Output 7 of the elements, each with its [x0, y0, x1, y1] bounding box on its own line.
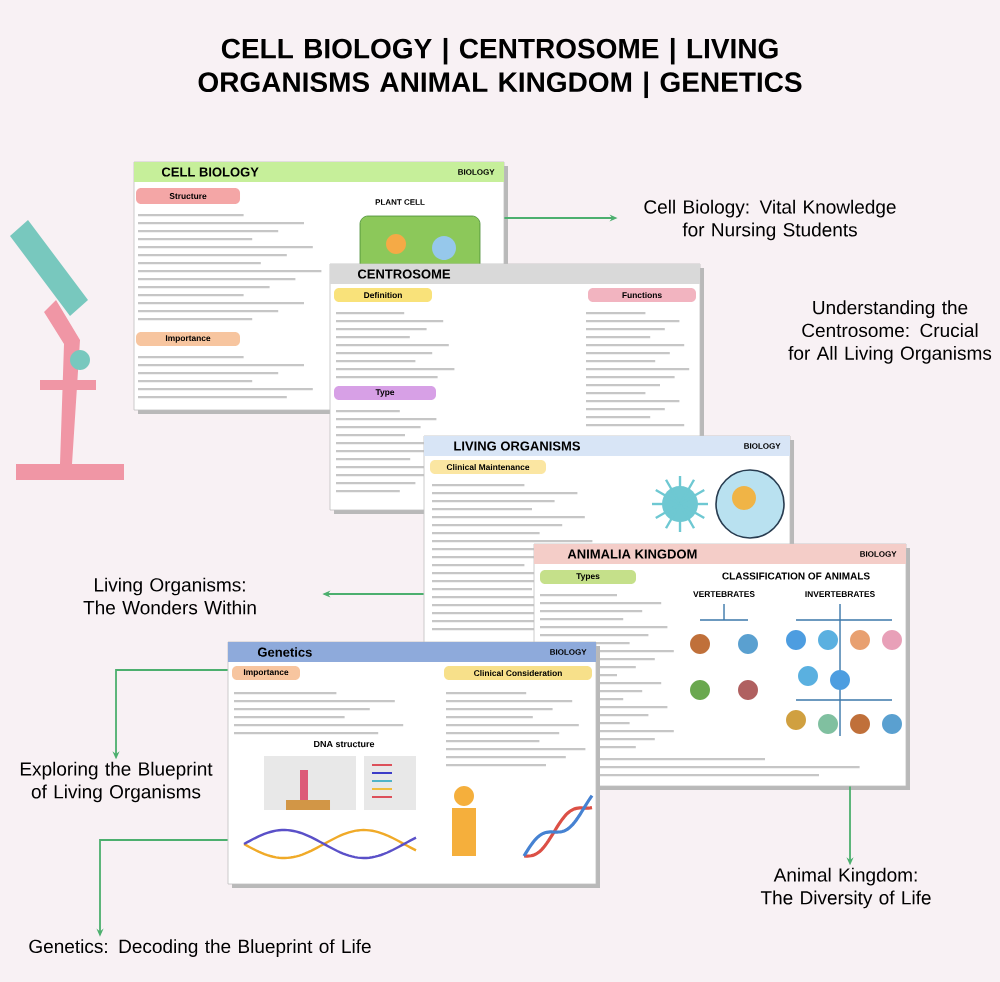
title: CELL BIOLOGY | CENTROSOME | LIVING ORGANISMS ANIMAL KINGDOM | GENETICS: [198, 37, 802, 99]
callout-text: Living Organisms: The Wonders Within: [83, 577, 256, 615]
callout-text: Genetics: Decoding the Blueprint of Life: [29, 939, 371, 957]
callout-text: Animal Kingdom: The Diversity of Life: [760, 867, 931, 909]
callout-text: Cell Biology: Vital Knowledge for Nursing Students: [644, 199, 896, 241]
callout-text: Exploring the Blueprint of Living Organisms: [20, 761, 213, 803]
callout-text: Understanding the Centrosome: Crucial for All Living Organisms: [788, 300, 992, 364]
